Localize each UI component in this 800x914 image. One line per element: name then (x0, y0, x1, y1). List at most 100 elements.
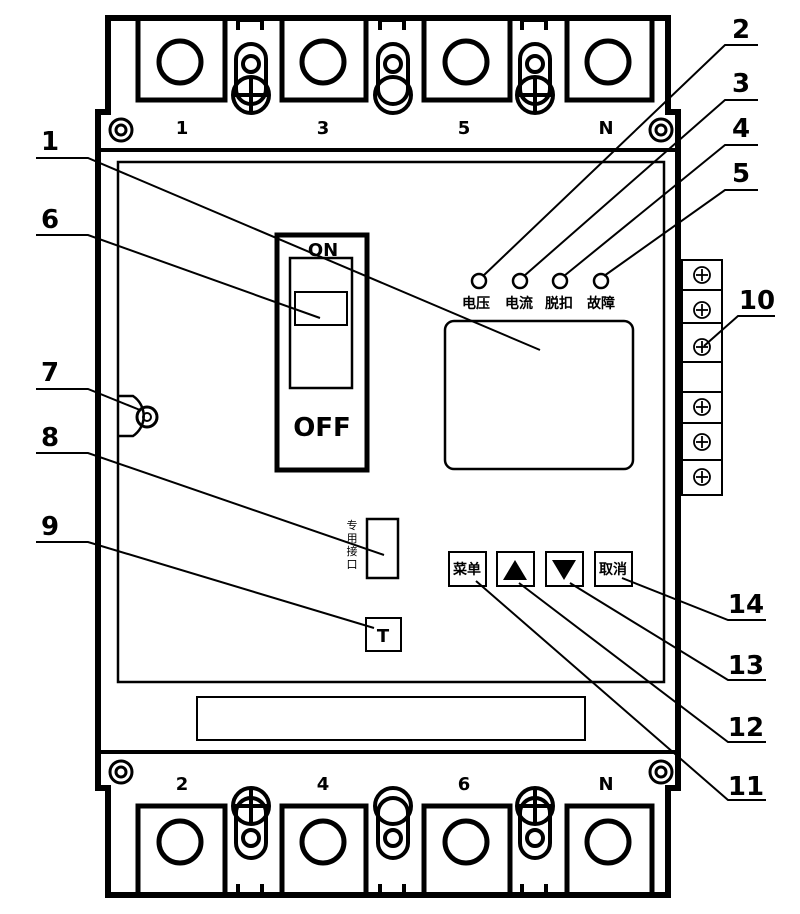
aux-screw-small (241, 54, 261, 74)
terminal-screw-hole (299, 818, 347, 866)
leader-7 (36, 388, 141, 411)
top-terminal-block (135, 18, 655, 103)
bottom-terminal-label: N (598, 774, 613, 795)
phillips-screw-icon (693, 266, 711, 284)
leader-4 (563, 144, 758, 277)
bottom-aux-screws (231, 786, 555, 896)
aux-slot (236, 18, 264, 30)
leader-8 (36, 452, 385, 556)
terminal-pocket (421, 18, 513, 103)
aux-screw-small (525, 54, 545, 74)
voltage-led (470, 272, 488, 290)
terminal-screw-hole (156, 818, 204, 866)
phillips-screw-icon (693, 433, 711, 451)
phillips-screw-icon (693, 338, 711, 356)
callout-number: 1 (41, 127, 59, 157)
bottom-terminal-label: 2 (176, 774, 189, 795)
port-label-char: 口 (347, 558, 358, 571)
aux-slot (520, 884, 548, 896)
leader-10 (703, 315, 775, 347)
aux-slot (378, 18, 406, 30)
terminal-pocket (135, 18, 228, 103)
callout-number: 13 (728, 651, 764, 681)
callout-number: 5 (732, 159, 750, 189)
top-terminal-label: 1 (176, 118, 189, 139)
aux-screw-small (383, 54, 403, 74)
callout-number: 14 (728, 590, 764, 620)
switch-off-label: OFF (293, 413, 351, 443)
leader-6 (36, 234, 321, 319)
top-terminal-label: 3 (317, 118, 330, 139)
port-label-char: 用 (347, 532, 358, 545)
bottom-terminal-label: 6 (458, 774, 471, 795)
interface-port[interactable] (365, 517, 400, 580)
test-button-label: T (377, 626, 390, 647)
terminal-screw-hole (156, 38, 204, 86)
leader-9 (36, 541, 375, 629)
terminal-pocket (279, 18, 369, 103)
port-label-char: 专 (347, 518, 358, 532)
leader-5 (603, 189, 758, 277)
phillips-screw-icon (693, 468, 711, 486)
leader-1 (36, 157, 541, 351)
port-label-char: 接 (347, 545, 358, 558)
switch-on-label: ON (308, 240, 338, 261)
leader-14 (621, 577, 766, 621)
switch-window (288, 256, 354, 390)
menu-button[interactable] (448, 551, 487, 587)
terminal-pocket (279, 803, 369, 895)
slotted-screw-icon (373, 786, 413, 826)
callout-number: 6 (41, 205, 59, 235)
callout-number: 2 (732, 15, 750, 45)
aux-terminal-strip-frame (681, 259, 723, 496)
up-arrow-icon (503, 560, 527, 580)
terminal-screw-hole (442, 818, 490, 866)
mounting-hole (108, 117, 134, 143)
down-button[interactable] (545, 551, 584, 587)
aux-screw-small (383, 828, 403, 848)
terminal-pocket (564, 803, 655, 895)
top-aux-screws (231, 18, 555, 115)
aux-slot (520, 18, 548, 30)
terminal-pocket (421, 803, 513, 895)
aux-screw-small (241, 828, 261, 848)
callout-number: 4 (732, 114, 750, 144)
cancel-button-label: 取消 (599, 561, 627, 578)
terminal-screw-hole (442, 38, 490, 86)
test-button[interactable] (365, 617, 402, 652)
display-window (443, 319, 635, 471)
nameplate-slot (196, 696, 586, 741)
terminal-pocket (564, 18, 655, 103)
indicator-label-current: 电流 (505, 295, 533, 312)
aux-terminal-screws (693, 266, 711, 486)
up-button[interactable] (496, 551, 535, 587)
fault-led (592, 272, 610, 290)
panel-screw (135, 405, 159, 429)
terminal-pocket (135, 803, 228, 895)
bottom-terminal-block (135, 803, 655, 895)
indicator-label-fault: 故障 (587, 295, 615, 312)
callout-number: 12 (728, 713, 764, 743)
top-terminal-label: N (598, 118, 613, 139)
terminal-screw-hole (584, 818, 632, 866)
mounting-holes (108, 117, 674, 785)
aux-screw-small (525, 828, 545, 848)
aux-slot (236, 884, 264, 896)
cancel-button[interactable] (594, 551, 633, 587)
callout-number: 8 (41, 423, 59, 453)
indicator-label-voltage: 电压 (462, 295, 490, 312)
aux-terminal-strip (681, 259, 723, 496)
leader-2 (482, 44, 758, 277)
top-terminal-label: 5 (458, 118, 471, 139)
callout-number: 7 (41, 358, 59, 388)
switch-toggle[interactable] (294, 291, 348, 326)
mounting-hole (108, 759, 134, 785)
indicator-leds (470, 272, 610, 290)
callout-leaders (36, 44, 775, 801)
aux-screw-housing (376, 42, 410, 106)
switch-handle-frame (274, 232, 370, 473)
terminal-screw-hole (299, 38, 347, 86)
mounting-hole (648, 759, 674, 785)
slotted-screw-icon (373, 75, 413, 115)
